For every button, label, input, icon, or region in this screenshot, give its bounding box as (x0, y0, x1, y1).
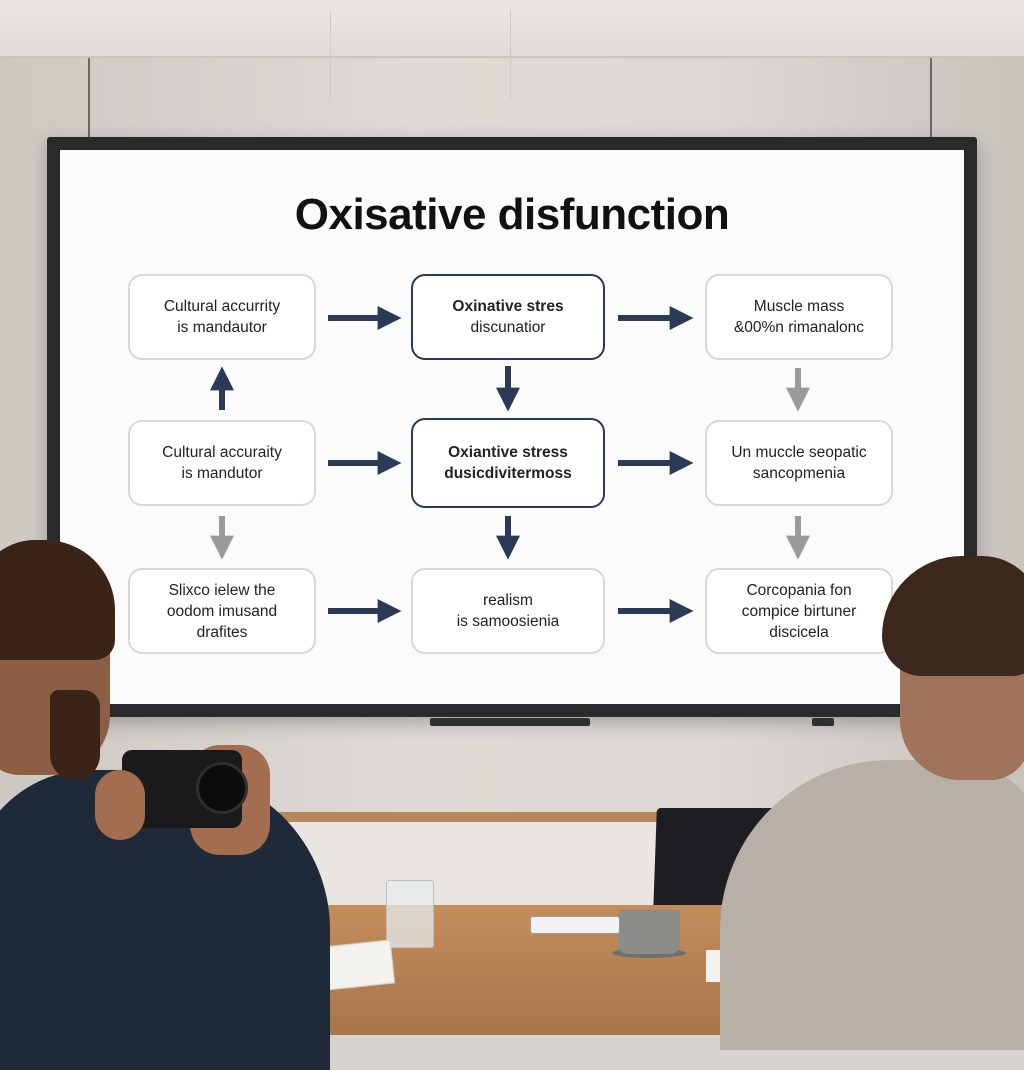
box-line: is mandutor (181, 465, 263, 482)
person-right (720, 760, 1024, 1050)
box-line: drafites (196, 623, 248, 641)
box-line: dusicdivitermoss (444, 465, 572, 482)
flow-box-highlight: Oxinative stres discunatior (411, 274, 605, 360)
hand (95, 770, 145, 840)
hanging-wire (88, 58, 90, 138)
camera-sensor (812, 718, 834, 726)
water-glass (386, 880, 434, 948)
box-line: Oxinative stres (452, 298, 564, 315)
flow-arrows (210, 306, 810, 623)
box-line: Cultural accurrity (163, 298, 281, 315)
slide-title: Oxisative disfunction (294, 190, 730, 239)
box-line: Oxiantive stress (448, 444, 568, 461)
ceiling (0, 0, 1024, 58)
box-line: discicela (769, 623, 829, 641)
hanging-wire (930, 58, 932, 138)
box-line: Cultural accuraity (162, 444, 282, 461)
flow-box: Cultural accuraity is mandutor (128, 420, 316, 506)
flow-box-highlight: Oxiantive stress dusicdivitermoss (411, 418, 605, 508)
cabinet-door (330, 10, 331, 100)
flow-box: Un muccle seopatic sancopmenia (705, 420, 893, 506)
flow-box: Corcopania fon compice birtuner discicel… (705, 568, 893, 654)
soundbar (430, 718, 590, 726)
flow-box: Cultural accurrity is mandautor (128, 274, 316, 360)
flow-box: realism is samoosienia (411, 568, 605, 654)
box-line: discunatior (470, 319, 546, 336)
phone (530, 916, 620, 934)
box-line: is mandautor (177, 319, 267, 336)
box-line: Slixco ielew the (168, 581, 276, 599)
box-line: oodom imusand (166, 602, 278, 620)
flow-box: Muscle mass &00%n rimanalonc (705, 274, 893, 360)
cabinet-door (510, 10, 511, 100)
box-line: Muscle mass (753, 298, 845, 315)
box-line: Corcopania fon (746, 581, 852, 599)
box-line: compice birtuner (741, 602, 857, 620)
person-left-beard (50, 690, 100, 780)
box-line: Un muccle seopatic (731, 444, 867, 461)
camera-lens (196, 762, 248, 814)
flow-box: Slixco ielew the oodom imusand drafites (128, 568, 316, 654)
box-line: sancopmenia (752, 465, 846, 482)
coffee-cup (618, 910, 680, 954)
box-line: &00%n rimanalonc (733, 319, 865, 336)
box-line: realism (483, 592, 533, 609)
box-line: is samoosienia (456, 613, 560, 630)
